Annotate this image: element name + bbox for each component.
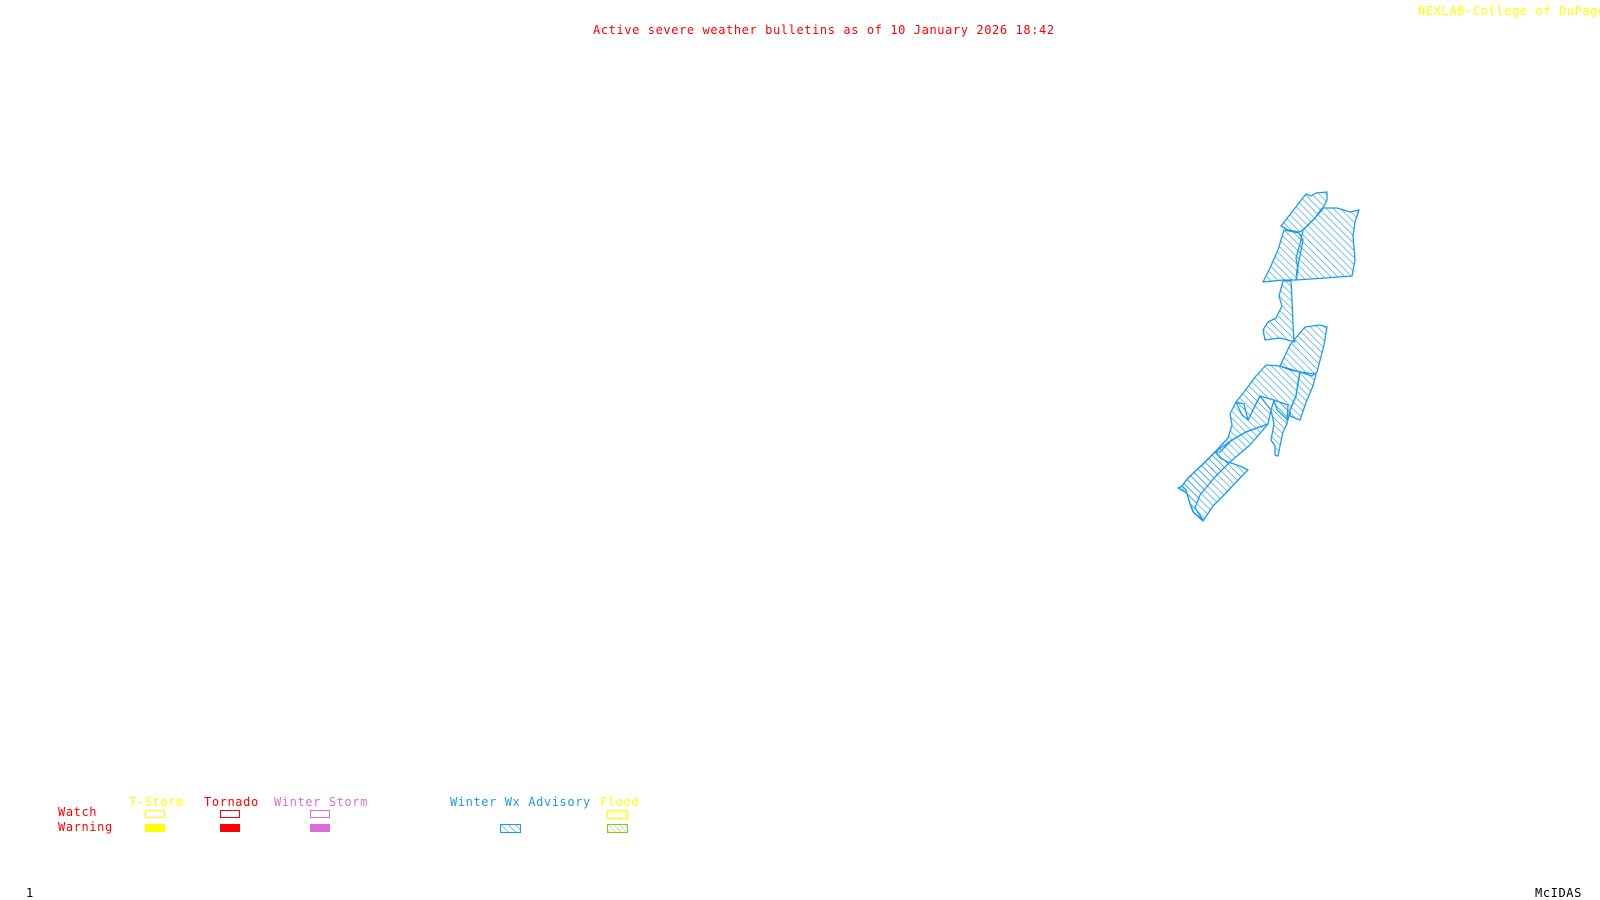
legend-winter-storm-warning-swatch xyxy=(310,824,330,832)
legend-watch-label: Watch xyxy=(58,805,98,819)
legend-winter-storm-label: Winter Storm xyxy=(274,795,368,809)
legend-flood-label: Flood xyxy=(600,795,640,809)
advisory-zone-central[interactable] xyxy=(1262,280,1296,343)
legend-tornado-label: Tornado xyxy=(204,795,259,809)
legend-winter-advisory-swatch xyxy=(500,824,521,833)
credit-text: NEXLAB-College of DuPage xyxy=(1418,4,1600,18)
legend-tornado-warning-swatch xyxy=(220,824,240,832)
legend-warning-label: Warning xyxy=(58,820,113,834)
advisory-zone-south-tip[interactable] xyxy=(1177,451,1249,522)
frame-number: 1 xyxy=(26,886,34,900)
legend-tstorm-watch-swatch xyxy=(145,810,165,818)
legend-flood-warning-swatch xyxy=(607,824,628,833)
legend-tstorm-label: T-Storm xyxy=(129,795,184,809)
advisory-zone-north-southwest[interactable] xyxy=(1262,229,1304,283)
legend-winter-advisory-label: Winter Wx Advisory xyxy=(450,795,591,809)
system-label: McIDAS xyxy=(1535,886,1582,900)
legend-tstorm-warning-swatch xyxy=(145,824,165,832)
advisory-zone-south-spur[interactable] xyxy=(1270,399,1289,457)
legend-tornado-watch-swatch xyxy=(220,810,240,818)
legend-winter-storm-watch-swatch xyxy=(310,810,330,818)
page-title: Active severe weather bulletins as of 10… xyxy=(593,23,1055,37)
credit-label: NEXLAB-College of DuPage ⇱ xyxy=(1418,4,1600,18)
legend-flood-watch-swatch xyxy=(607,810,628,819)
